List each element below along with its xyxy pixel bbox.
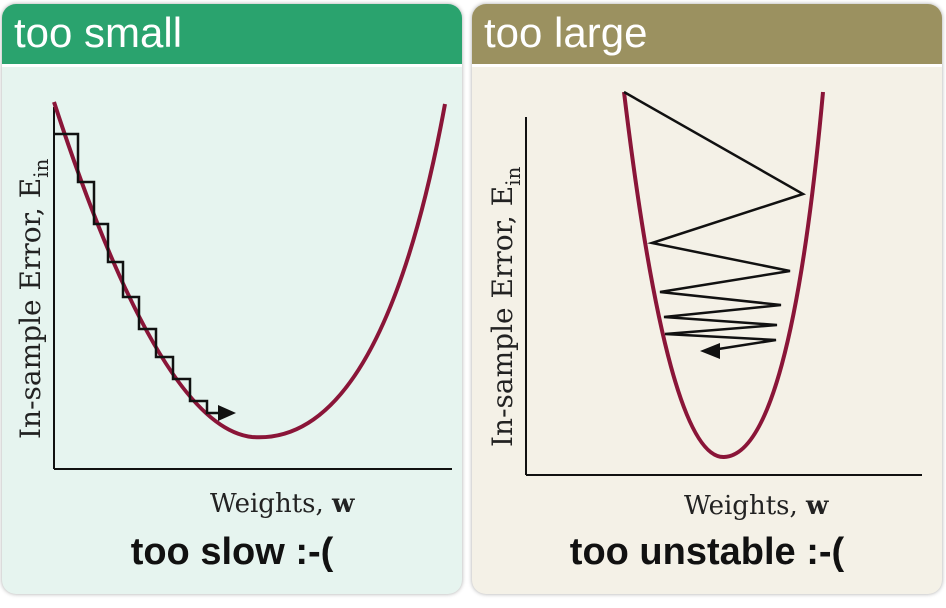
oscillation-arrowhead [700,343,720,359]
error-curve [622,91,825,460]
panel-too-large: too large In-sample Error, Ein Weights, … [472,4,942,594]
caption: too slow :-( [130,531,334,573]
step-arrowhead [218,405,236,421]
diagram-too-small: In-sample Error, Ein Weights, w [14,101,452,519]
panel-header: too small [2,4,462,67]
caption: too unstable :-( [569,531,845,573]
y-axis-label: In-sample Error, Ein [486,166,525,447]
x-axis-label: Weights, w [210,489,355,519]
panel-header: too large [472,4,942,67]
x-axis-label: Weights, w [684,491,829,521]
gradient-steps [54,132,222,415]
panel-too-small: too small In-sample Error, Ein Weights, … [2,4,462,594]
error-curve [52,101,447,440]
y-axis-label: In-sample Error, Ein [14,158,53,439]
oscillation-path [623,90,807,352]
diagram-too-large: In-sample Error, Ein Weights, w [486,90,922,521]
